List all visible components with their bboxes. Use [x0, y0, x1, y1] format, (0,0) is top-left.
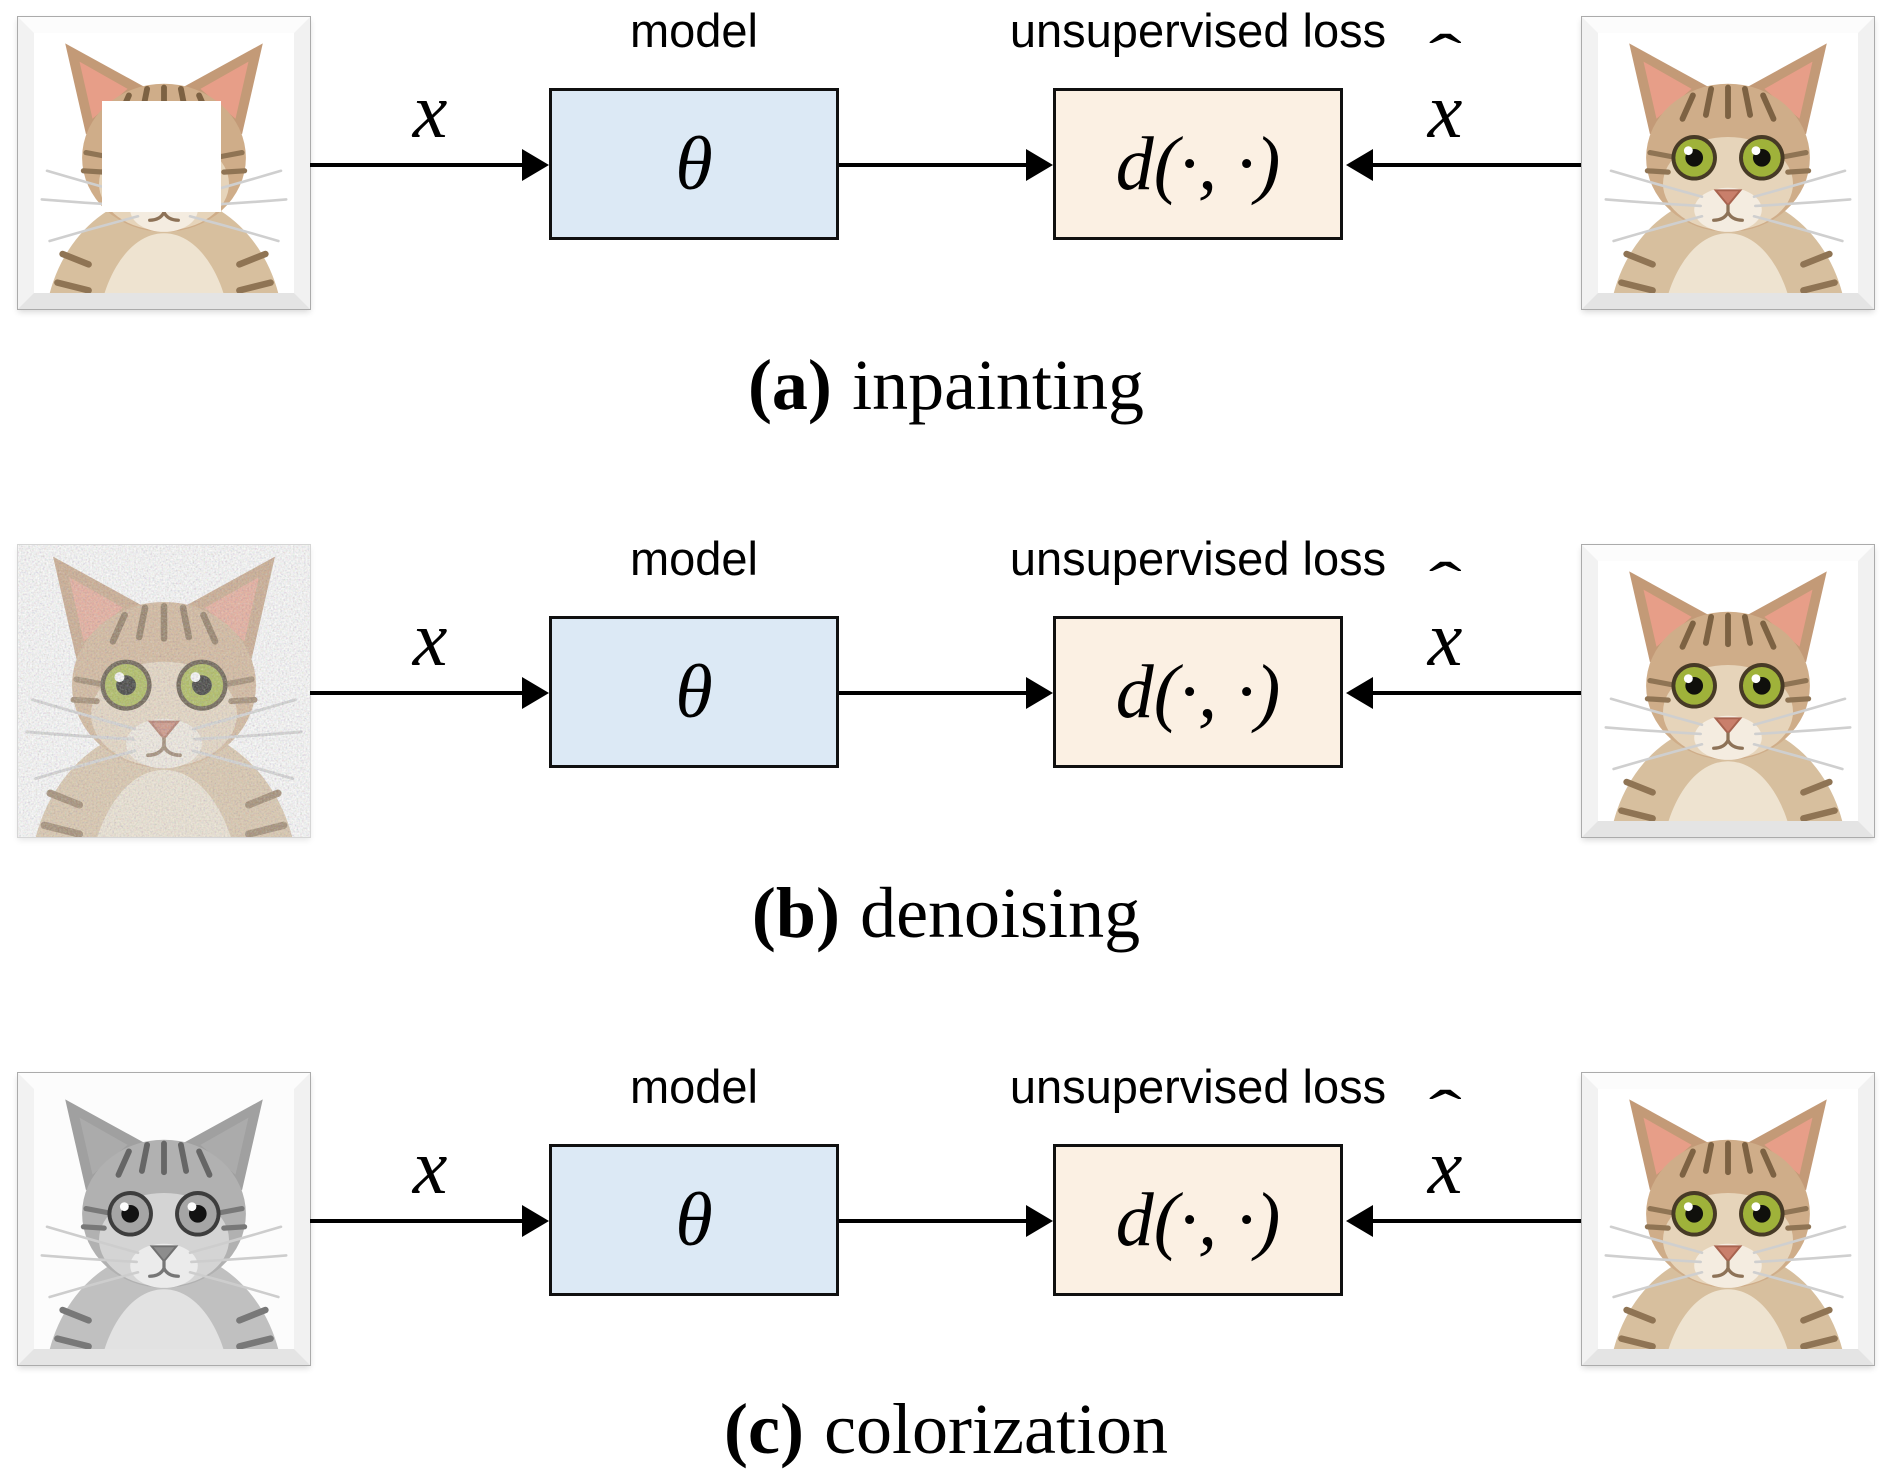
arrow-input-to-model [310, 691, 524, 695]
caption-tag: (b) [751, 873, 840, 953]
caption-colorization: (c)colorization [20, 1389, 1872, 1469]
target-image-clean-cat [1581, 544, 1875, 838]
noise-overlay [18, 545, 310, 837]
arrow-input-to-model [310, 1219, 524, 1223]
output-variable-label: ˆ x [1345, 551, 1545, 682]
arrow-target-to-loss [1373, 163, 1582, 167]
model-symbol-theta: θ [675, 650, 713, 734]
output-variable-base: x [1427, 1123, 1463, 1210]
output-variable-label: ˆ x [1345, 23, 1545, 154]
model-box: θ [549, 88, 839, 240]
output-variable-label: ˆ x [1345, 1079, 1545, 1210]
output-variable-base: x [1427, 595, 1463, 682]
inpainting-mask-square [101, 100, 222, 213]
caption-inpainting: (a)inpainting [20, 345, 1872, 425]
loss-symbol-d: d(·, ·) [1115, 1178, 1281, 1262]
hat-accent: ˆ [1428, 551, 1462, 619]
arrowhead-right-icon [1026, 677, 1053, 709]
caption-text: colorization [824, 1389, 1168, 1469]
loss-symbol-d: d(·, ·) [1115, 650, 1281, 734]
input-image-noisy-cat [17, 544, 311, 838]
model-box: θ [549, 616, 839, 768]
arrowhead-right-icon [522, 1205, 549, 1237]
arrow-model-to-loss [839, 163, 1028, 167]
caption-tag: (a) [747, 345, 832, 425]
model-symbol-theta: θ [675, 1178, 713, 1262]
cat-illustration [34, 33, 294, 293]
task-row-inpainting: model unsupervised loss x θ d(·, ·) ˆ x … [0, 0, 1892, 528]
model-symbol-theta: θ [675, 122, 713, 206]
hat-accent: ˆ [1428, 23, 1462, 91]
loss-box-title: unsupervised loss [1009, 532, 1387, 585]
arrow-input-to-model [310, 163, 524, 167]
cat-illustration [1598, 561, 1858, 821]
arrowhead-right-icon [522, 149, 549, 181]
cat-illustration [1598, 1089, 1858, 1349]
unsupervised-loss-box: d(·, ·) [1053, 616, 1343, 768]
input-variable-label: x [412, 1123, 448, 1210]
loss-box-title: unsupervised loss [1009, 1060, 1387, 1113]
unsupervised-loss-box: d(·, ·) [1053, 1144, 1343, 1296]
caption-denoising: (b)denoising [20, 873, 1872, 953]
hat-accent: ˆ [1428, 1079, 1462, 1147]
caption-tag: (c) [724, 1389, 804, 1469]
target-image-clean-cat [1581, 16, 1875, 310]
arrowhead-left-icon [1346, 149, 1373, 181]
caption-text: denoising [860, 873, 1141, 953]
arrowhead-left-icon [1346, 677, 1373, 709]
model-box-title: model [629, 4, 758, 57]
model-box-title: model [629, 532, 758, 585]
input-image-grayscale-cat [17, 1072, 311, 1366]
input-variable-label: x [412, 595, 448, 682]
arrowhead-right-icon [1026, 149, 1053, 181]
arrowhead-right-icon [522, 677, 549, 709]
input-variable-label: x [412, 67, 448, 154]
model-box: θ [549, 1144, 839, 1296]
output-variable-base: x [1427, 67, 1463, 154]
loss-symbol-d: d(·, ·) [1115, 122, 1281, 206]
loss-box-title: unsupervised loss [1009, 4, 1387, 57]
cat-illustration [1598, 33, 1858, 293]
arrow-model-to-loss [839, 1219, 1028, 1223]
arrow-model-to-loss [839, 691, 1028, 695]
task-row-colorization: model unsupervised loss x θ d(·, ·) ˆ x … [0, 1056, 1892, 1483]
cat-illustration [34, 1089, 294, 1349]
task-row-denoising: model unsupervised loss x θ d(·, ·) ˆ x … [0, 528, 1892, 1056]
unsupervised-loss-box: d(·, ·) [1053, 88, 1343, 240]
arrowhead-right-icon [1026, 1205, 1053, 1237]
arrow-target-to-loss [1373, 1219, 1582, 1223]
caption-text: inpainting [852, 345, 1145, 425]
cat-illustration [18, 545, 310, 837]
arrow-target-to-loss [1373, 691, 1582, 695]
model-box-title: model [629, 1060, 758, 1113]
arrowhead-left-icon [1346, 1205, 1373, 1237]
input-image-masked-cat [17, 16, 311, 310]
target-image-clean-cat [1581, 1072, 1875, 1366]
